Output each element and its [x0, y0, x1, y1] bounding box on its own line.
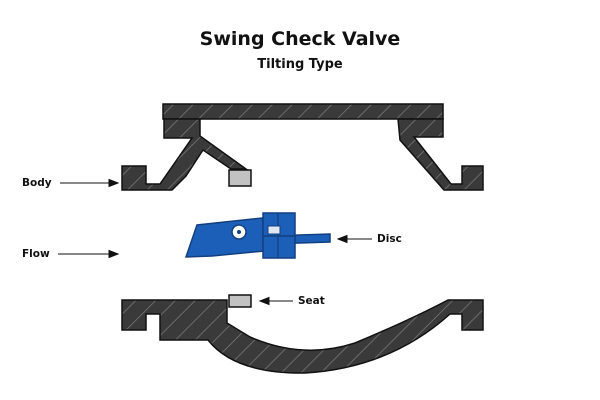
label-disc: Disc: [377, 233, 402, 245]
body-arrowhead: [108, 178, 120, 188]
disc: [184, 212, 331, 259]
flow-arrowhead: [108, 249, 120, 259]
seat: [228, 294, 252, 308]
label-body: Body: [22, 177, 52, 189]
diagram-subtitle: Tilting Type: [257, 57, 343, 72]
disc-body: [184, 217, 331, 258]
arrows: [58, 178, 372, 306]
body-upper-right: [397, 118, 484, 191]
hinge-seat-block: [228, 169, 252, 187]
label-flow: Flow: [22, 248, 50, 260]
body-lower: [121, 299, 484, 374]
seat-arrowhead: [258, 296, 270, 306]
diagram-title: Swing Check Valve: [199, 28, 401, 50]
body-upper-left: [121, 118, 249, 191]
disc-lock-nut: [267, 225, 281, 235]
bonnet-cover: [162, 103, 444, 120]
disc-arrowhead: [336, 234, 348, 244]
label-seat: Seat: [298, 295, 325, 307]
disc-pivot-center: [237, 230, 241, 234]
